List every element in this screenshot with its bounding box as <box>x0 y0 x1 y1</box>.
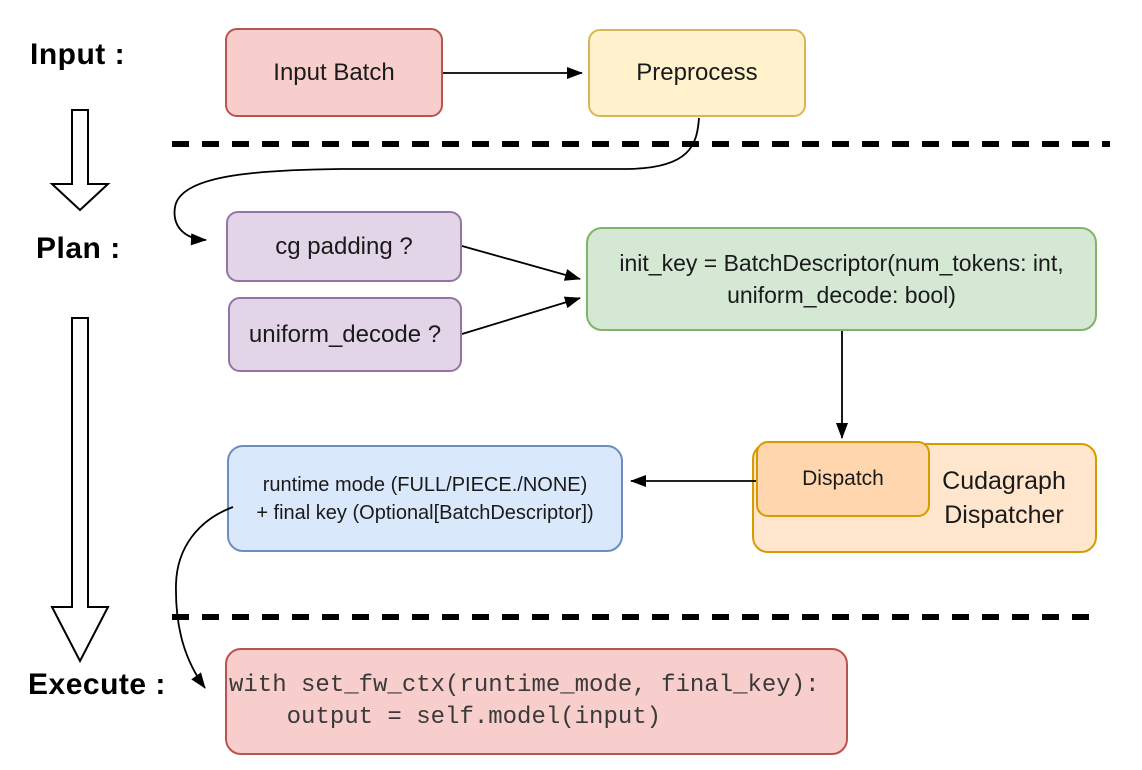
node-runtime-result-line2: + final key (Optional[BatchDescriptor]) <box>256 501 594 524</box>
node-preprocess-label: Preprocess <box>636 59 758 87</box>
node-uniform-decode: uniform_decode ? <box>228 297 462 372</box>
node-input-batch: Input Batch <box>225 28 443 117</box>
node-runtime-result: runtime mode (FULL/PIECE./NONE) + final … <box>227 445 623 552</box>
cudagraph-dispatcher-label: Cudagraph Dispatcher <box>919 445 1089 551</box>
arrow-uniform-decode-to-init-key <box>461 296 581 335</box>
node-init-key-line2: uniform_decode: bool) <box>727 282 956 308</box>
execute-code-line2: output = self.model(input) <box>229 703 662 731</box>
node-preprocess: Preprocess <box>588 29 806 117</box>
node-cg-padding: cg padding ? <box>226 211 462 282</box>
node-runtime-result-line1: runtime mode (FULL/PIECE./NONE) <box>262 473 588 496</box>
stage-label-execute: Execute : <box>28 668 166 701</box>
cudagraph-dispatcher-line1: Cudagraph <box>942 466 1066 495</box>
stage-label-plan: Plan : <box>36 232 121 265</box>
node-dispatch-label: Dispatch <box>802 467 884 491</box>
stage-label-input: Input : <box>30 38 126 71</box>
node-execute-code: with set_fw_ctx(runtime_mode, final_key)… <box>225 648 848 755</box>
node-init-key-line1: init_key = BatchDescriptor(num_tokens: i… <box>619 249 1064 276</box>
hollow-arrow-input-to-plan <box>49 109 111 212</box>
node-input-batch-label: Input Batch <box>273 58 395 86</box>
node-uniform-decode-label: uniform_decode ? <box>248 320 442 348</box>
node-cg-padding-label: cg padding ? <box>275 232 413 260</box>
node-dispatch: Dispatch <box>756 441 930 517</box>
arrow-cg-padding-to-init-key <box>461 245 581 281</box>
cudagraph-dispatcher-line2: Dispatcher <box>944 501 1064 529</box>
node-init-key: init_key = BatchDescriptor(num_tokens: i… <box>586 227 1097 331</box>
hollow-arrow-plan-to-execute <box>50 317 110 664</box>
execute-code-line1: with set_fw_ctx(runtime_mode, final_key)… <box>229 671 820 699</box>
